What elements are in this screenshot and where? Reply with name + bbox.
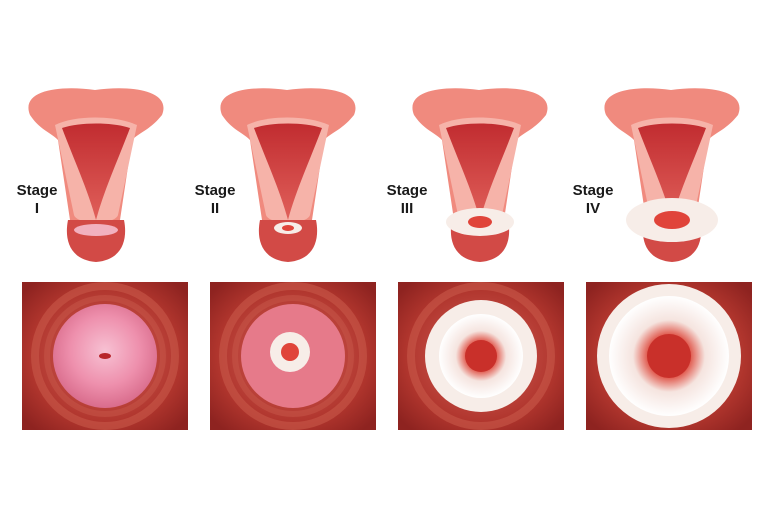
uterus-illustration-stage-2 — [220, 88, 356, 262]
stage-1-column: Stage I — [0, 0, 192, 512]
stage-label: Stage II — [192, 182, 238, 218]
stage-numeral: II — [210, 200, 220, 217]
stage-3-column: Stage III — [384, 0, 576, 512]
stage-word: Stage — [16, 182, 58, 199]
stage-2-column: Stage II — [192, 0, 384, 512]
stage-word: Stage — [386, 182, 428, 199]
cervix-view-stage-2 — [210, 282, 376, 430]
cervix-view-stage-3 — [398, 282, 564, 430]
stage-4-column: Stage IV — [573, 0, 768, 512]
stage-label: Stage IV — [570, 182, 616, 218]
stage-numeral: I — [34, 200, 40, 217]
uterus-illustration-stage-1 — [28, 88, 164, 262]
stage-label: Stage I — [14, 182, 60, 218]
cervix-view-stage-4 — [586, 282, 752, 430]
stage-numeral: IV — [585, 200, 601, 217]
cervix-view-stage-1 — [22, 282, 188, 430]
uterus-illustration-stage-4 — [604, 88, 740, 262]
stage-numeral: III — [400, 200, 414, 217]
uterus-illustration-stage-3 — [412, 88, 548, 262]
stage-word: Stage — [572, 182, 614, 199]
stage-label: Stage III — [384, 182, 430, 218]
stage-word: Stage — [194, 182, 236, 199]
